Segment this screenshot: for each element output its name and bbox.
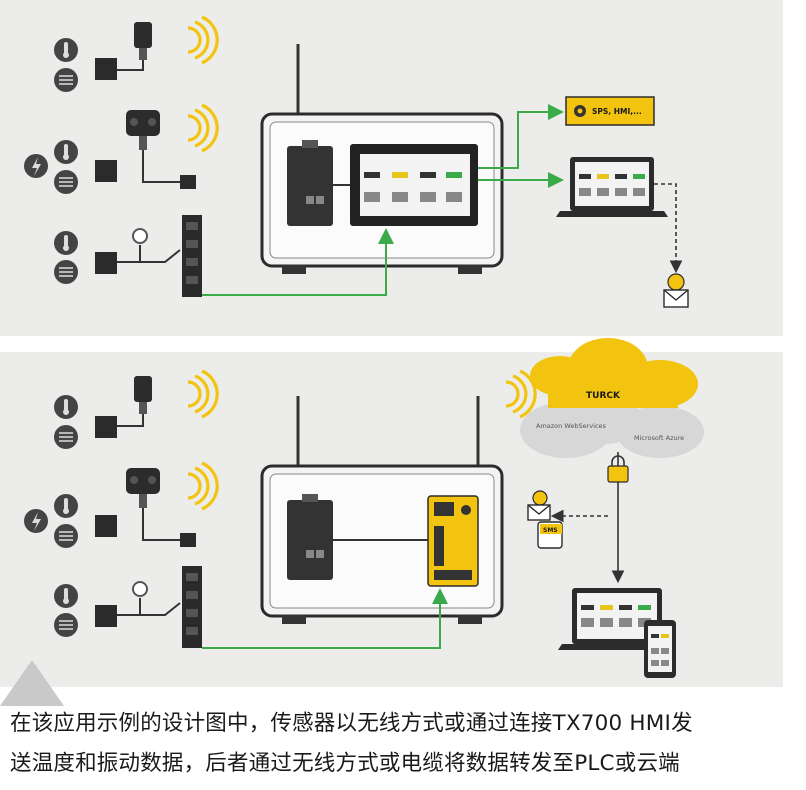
laptop-to-email-link: [654, 183, 683, 274]
sensor-box: [95, 515, 117, 537]
io-to-hmi-link: [202, 228, 394, 296]
vibration-icon: [53, 612, 79, 638]
cloud-provider-azure: Microsoft Azure: [634, 434, 684, 442]
wireless-vibration-sensor: [126, 110, 160, 136]
vibration-icon: [53, 259, 79, 285]
sensor-box: [95, 605, 117, 627]
sensor-box: [95, 252, 117, 274]
thermometer-icon: [54, 584, 78, 608]
cloud-icon: [520, 338, 704, 458]
thermometer-icon: [54, 395, 78, 419]
vibration-icon: [53, 169, 79, 195]
wireless-vibration-sensor: [126, 468, 160, 494]
wireless-signal-icon: [186, 461, 219, 511]
decorative-triangle: [0, 660, 64, 706]
plc-label: SPS, HMI,...: [592, 107, 642, 116]
vibration-icon: [53, 523, 79, 549]
vibration-icon: [53, 67, 79, 93]
wireless-signal-icon: [186, 15, 219, 65]
top-sensor-group-1: [53, 15, 219, 93]
email-icon: [663, 273, 689, 308]
bottom-sensor-group-2: [24, 461, 219, 549]
thermometer-icon: [54, 494, 78, 518]
gateway-device: [287, 146, 333, 226]
thermometer-icon: [54, 231, 78, 255]
sms-label: SMS: [543, 527, 558, 534]
cloud-brand-label: TURCK: [586, 391, 621, 401]
cloud-provider-aws: Amazon WebServices: [536, 422, 607, 430]
top-cabinet: [260, 44, 504, 274]
wireless-temp-sensor: [134, 22, 152, 48]
plc-label-box: [565, 96, 655, 126]
hmi-to-plc-link: [478, 104, 564, 169]
sensor-box: [95, 416, 117, 438]
sensor-box: [95, 160, 117, 182]
sensor-box: [95, 58, 117, 80]
bottom-sensor-group-1: [53, 369, 219, 450]
wireless-signal-icon: [186, 369, 219, 419]
bottom-cabinet: [260, 396, 504, 624]
smartphone-icon: [644, 620, 676, 678]
caption-line-1: 在该应用示例的设计图中，传感器以无线方式或通过连接TX700 HMI发: [10, 711, 693, 736]
thermometer-icon: [54, 140, 78, 164]
io-to-gateway-link: [202, 588, 448, 649]
email-icon: [527, 490, 551, 521]
lock-icon: [607, 455, 629, 483]
smartphone-icon: [537, 521, 563, 549]
bottom-sensor-group-3: [53, 566, 202, 648]
thermometer-icon: [54, 38, 78, 62]
top-sensor-group-2: [24, 103, 219, 195]
vibration-icon: [53, 424, 79, 450]
laptop-icon: [558, 588, 676, 650]
laptop-icon: [556, 157, 668, 217]
gateway-device: [287, 500, 333, 580]
top-sensor-group-3: [53, 215, 202, 297]
wireless-temp-sensor: [134, 376, 152, 402]
wireless-signal-icon: [186, 103, 219, 153]
caption-line-2: 送温度和振动数据，后者通过无线方式或电缆将数据转发至PLC或云端: [10, 751, 680, 776]
